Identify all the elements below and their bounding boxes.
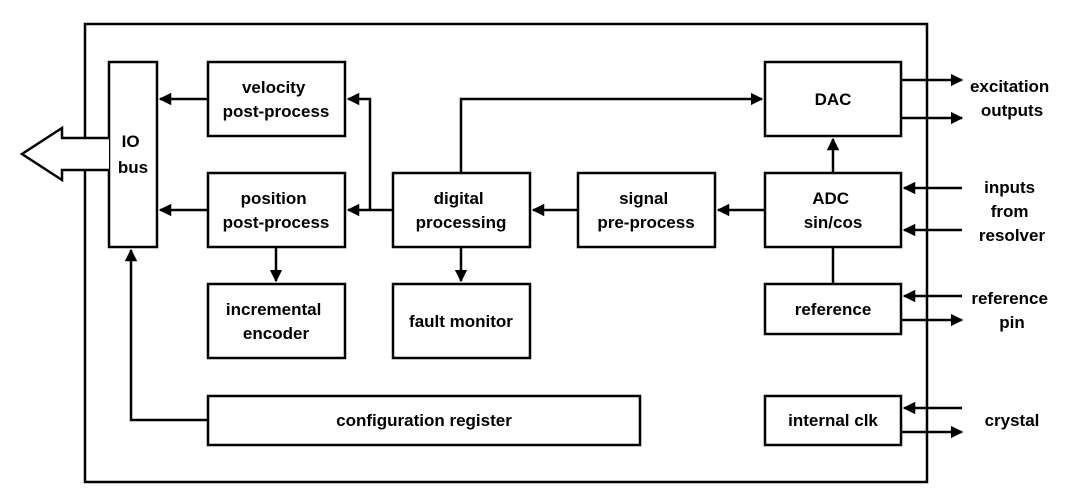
configuration-register-block: [206, 394, 642, 447]
reference-label: reference: [795, 300, 872, 319]
fault-monitor-label: fault monitor: [409, 312, 513, 331]
signal-pre-process-block: [576, 171, 717, 249]
configuration-register-label: configuration register: [336, 411, 512, 430]
adc-label: ADC sin/cos: [804, 189, 863, 232]
digital-to-velocity-arrow: [346, 92, 372, 210]
velocity-post-process-block: [206, 60, 347, 138]
resolver-inputs-label: inputs from resolver: [979, 178, 1046, 245]
dac-block: [763, 60, 903, 138]
internal-clk-label: internal clk: [788, 411, 878, 430]
position-post-process-block: [206, 171, 347, 249]
incremental-encoder-block: [206, 282, 347, 360]
digital-to-dac-arrow: [459, 92, 764, 173]
adc-block: [763, 171, 903, 249]
reference-pin-label: reference pin: [971, 289, 1052, 332]
reference-block: [763, 282, 903, 336]
digital-processing-block: [391, 171, 532, 249]
crystal-label: crystal: [985, 411, 1040, 430]
incremental-encoder-label: incremental encoder: [226, 300, 326, 343]
signal-pre-process-label: signal pre-process: [597, 189, 694, 232]
position-post-process-label: position post-process: [223, 189, 330, 232]
io-bus-output-arrow: [19, 125, 109, 183]
fault-monitor-block: [391, 282, 532, 360]
internal-clk-block: [763, 394, 903, 447]
excitation-outputs-label: excitation outputs: [970, 77, 1054, 120]
dac-label: DAC: [815, 90, 852, 109]
io-bus-block: [107, 60, 159, 249]
digital-processing-label: digital processing: [416, 189, 507, 232]
config-to-io-arrow: [124, 248, 208, 422]
velocity-post-process-label: velocity post-process: [223, 78, 330, 121]
io-bus-label: IO bus: [118, 132, 148, 177]
